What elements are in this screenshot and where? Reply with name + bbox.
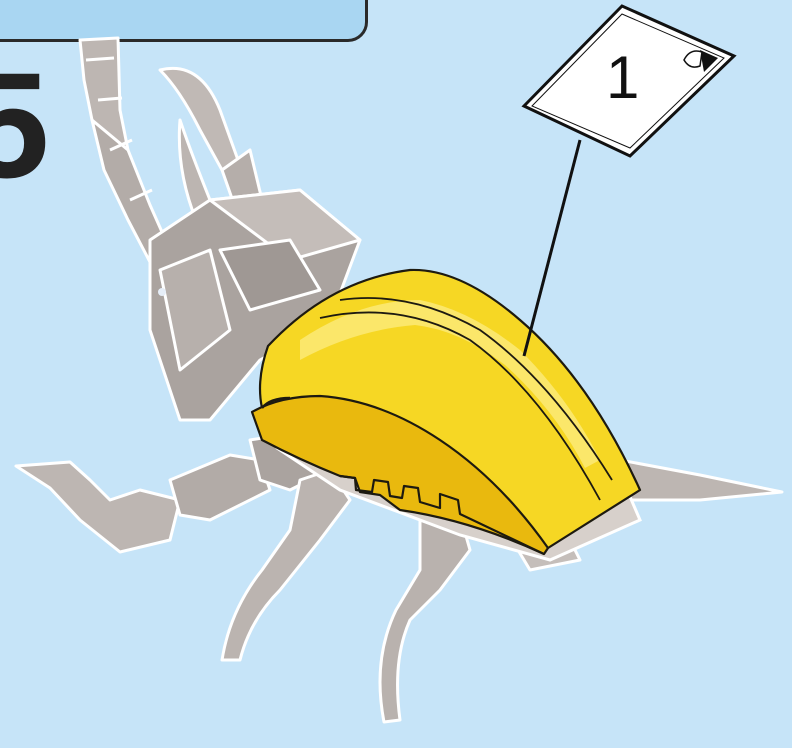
tail-spike-ghost bbox=[620, 460, 782, 500]
decal-number: 1 bbox=[606, 44, 639, 111]
callout-line bbox=[524, 140, 580, 356]
tail-ghost bbox=[80, 38, 170, 262]
decal-callout: 1 bbox=[524, 6, 734, 356]
